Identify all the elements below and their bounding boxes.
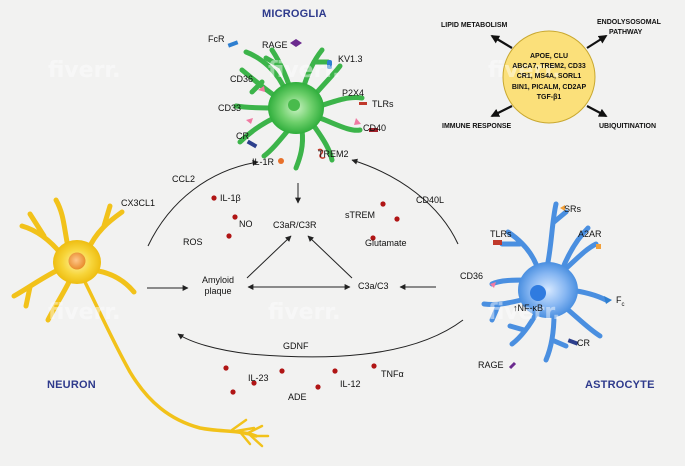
cytokine-il23-label: IL-23 [248, 373, 269, 383]
watermark: fiverr. [48, 58, 121, 83]
astrocyte-cell [481, 201, 612, 370]
watermark: fiverr. [48, 300, 121, 325]
watermark: fiverr. [488, 300, 561, 325]
receptor-trem2-label: TREM2 [318, 149, 349, 159]
molecule-dots [211, 195, 400, 395]
receptor-cd36-label: CD36 [230, 74, 254, 84]
center-c3a-label: C3a/C3 [358, 281, 389, 291]
pathway-endolysosomal-label-2: PATHWAY [609, 29, 643, 36]
interaction-arrows [147, 158, 464, 358]
risk-gene-hub [490, 30, 608, 124]
receptor-kv13-label: KV1.3 [338, 54, 363, 64]
receptor-il1r-label: IL-1R [252, 157, 275, 167]
center-c3ar-label: C3aR/C3R [273, 220, 317, 230]
astro-srs-label: SRs [564, 204, 582, 214]
astro-tlrs-label: TLRs [490, 229, 512, 239]
cytokine-il12-label: IL-12 [340, 379, 361, 389]
pathway-lipid-label: LIPID METABOLISM [441, 22, 508, 29]
astrocyte-title: ASTROCYTE [585, 379, 655, 391]
cytokine-ade-label: ADE [288, 392, 307, 402]
center-strem-label: sTREM [345, 210, 375, 220]
center-ros-label: ROS [183, 237, 203, 247]
center-no-label: NO [239, 219, 253, 229]
watermark: fiverr. [268, 58, 341, 83]
pathway-immune-label: IMMUNE RESPONSE [442, 123, 512, 130]
astro-nfkb-label: ↑NF-κB [513, 303, 543, 313]
neuron-title: NEURON [47, 379, 96, 391]
signal-ccl2-label: CCL2 [172, 174, 196, 184]
astro-a2ar-label: A2AR [578, 229, 602, 239]
astro-fc-label: Fc [616, 295, 625, 308]
watermark: fiverr. [488, 58, 561, 83]
astro-cd36-label: CD36 [460, 271, 484, 281]
cytokine-tnfa-label: TNFα [381, 369, 404, 379]
signal-cx3cl1-label: CX3CL1 [121, 198, 156, 208]
signal-cd40l-label: CD40L [416, 195, 445, 205]
watermark: fiverr. [268, 300, 341, 325]
receptor-cd33-label: CD33 [218, 103, 242, 113]
receptor-rage-label: RAGE [262, 40, 288, 50]
microglia-title: MICROGLIA [262, 8, 327, 20]
center-amyloid-label: Amyloid plaque [201, 275, 234, 296]
receptor-cr-label: CR [236, 131, 249, 141]
risk-gene-list: APOE, CLU ABCA7, TREM2, CD33 CR1, MS4A, … [511, 53, 587, 101]
center-il1b-label: IL-1β [220, 193, 241, 203]
astro-cr-label: CR [577, 338, 590, 348]
receptor-fcr-label: FcR [208, 34, 225, 44]
pathway-endolysosomal-label: ENDOLYSOSOMAL [597, 19, 661, 26]
receptor-p2x4-label: P2X4 [342, 88, 365, 98]
signal-gdnf-label: GDNF [283, 341, 309, 351]
pathway-ubiquitination-label: UBIQUITINATION [599, 123, 657, 130]
astro-rage-label: RAGE [478, 360, 504, 370]
microglia-cell [227, 39, 378, 171]
receptor-tlrs-label: TLRs [372, 99, 394, 109]
center-glutamate-label: Glutamate [365, 238, 407, 248]
receptor-cd40-label: CD40 [363, 123, 387, 133]
neuron-cell [11, 197, 270, 448]
